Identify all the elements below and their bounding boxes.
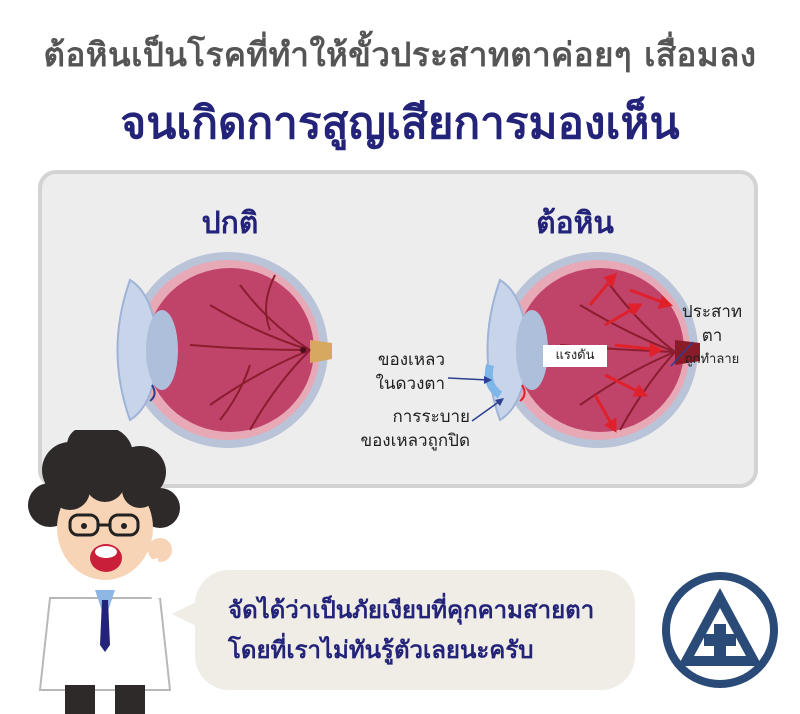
nerve-pointer-line [670, 341, 694, 367]
hospital-logo-icon [662, 572, 778, 688]
glaucoma-eye-title: ต้อหิน [536, 206, 614, 241]
fluid-pointer-arrow [448, 376, 492, 384]
drain-pointer-arrow [471, 398, 504, 422]
label-drain-line1: การระบาย [392, 407, 470, 427]
headline-line-2: จนเกิดการสูญเสียการมองเห็น [120, 98, 680, 149]
speech-line-2: โดยที่เราไม่ทันรู้ตัวเลยนะครับ [228, 636, 534, 664]
speech-line-1: จัดได้ว่าเป็นภัยเงียบที่คุกคามสายตา [228, 596, 595, 624]
label-nerve-line1: ประสาทตา [681, 302, 743, 346]
normal-eye-illustration [116, 252, 332, 448]
label-fluid-line2: ในดวงตา [375, 374, 445, 394]
label-pressure: แรงดัน [543, 345, 607, 367]
doctor-character [28, 430, 180, 714]
speech-bubble [195, 570, 635, 690]
label-fluid-line1: ของเหลว [377, 350, 445, 370]
normal-eye-title: ปกติ [201, 206, 259, 241]
label-drain-line2: ของเหลวถูกปิด [360, 431, 470, 451]
headline-line-1: ต้อหินเป็นโรคที่ทำให้ขั้วประสาทตาค่อยๆ เ… [43, 35, 757, 74]
label-nerve-line2: ถูกทำลาย [684, 352, 740, 367]
